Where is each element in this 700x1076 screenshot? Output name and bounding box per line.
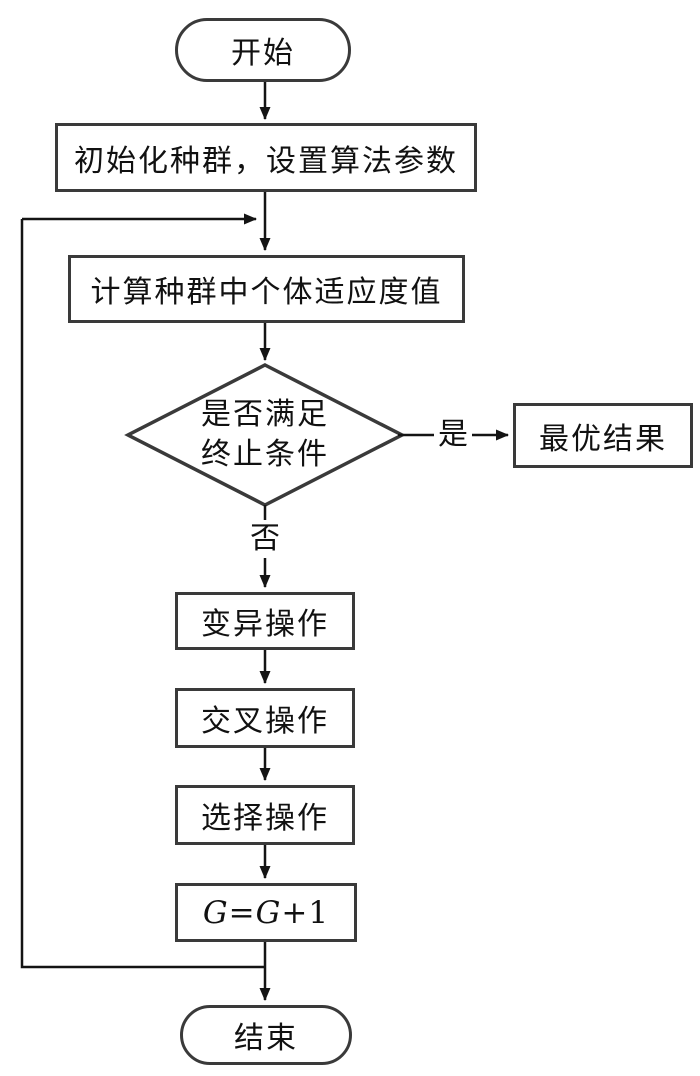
node-initialize-population: 初始化种群，设置算法参数 xyxy=(55,123,477,192)
no-branch-label: 否 xyxy=(246,520,284,558)
node-mutation-operation: 变异操作 xyxy=(175,592,355,650)
node-end-label: 结束 xyxy=(234,1022,298,1055)
edge-feedback-loop xyxy=(20,219,265,969)
node-termination-decision: 是否满足 终止条件 xyxy=(175,392,355,478)
node-start: 开始 xyxy=(175,18,351,82)
yes-branch-label: 是 xyxy=(434,416,472,454)
no-branch-label-text: 否 xyxy=(250,522,280,555)
node-compute-fitness-label: 计算种群中个体适应度值 xyxy=(90,276,443,309)
yes-branch-label-text: 是 xyxy=(438,418,468,451)
node-optimal-result: 最优结果 xyxy=(513,403,693,468)
node-compute-fitness: 计算种群中个体适应度值 xyxy=(68,255,465,323)
node-crossover-operation-label: 交叉操作 xyxy=(201,705,329,738)
node-end: 结束 xyxy=(180,1005,352,1065)
node-selection-operation-label: 选择操作 xyxy=(201,802,329,835)
node-initialize-population-label: 初始化种群，设置算法参数 xyxy=(74,144,458,178)
node-selection-operation: 选择操作 xyxy=(175,785,355,845)
generation-equals-sign: = xyxy=(228,894,256,931)
generation-variable-2: G xyxy=(255,894,282,931)
node-start-label: 开始 xyxy=(231,37,295,70)
node-generation-increment: G=G+1 xyxy=(175,883,357,942)
decision-label-line1: 是否满足 xyxy=(201,398,329,431)
node-mutation-operation-label: 变异操作 xyxy=(201,608,329,641)
node-crossover-operation: 交叉操作 xyxy=(175,688,355,748)
generation-variable-1: G xyxy=(202,894,229,931)
generation-plus-sign: + xyxy=(281,894,309,931)
node-optimal-result-label: 最优结果 xyxy=(539,422,667,456)
decision-label-line2: 终止条件 xyxy=(201,438,329,471)
generation-increment-number: 1 xyxy=(308,894,330,931)
